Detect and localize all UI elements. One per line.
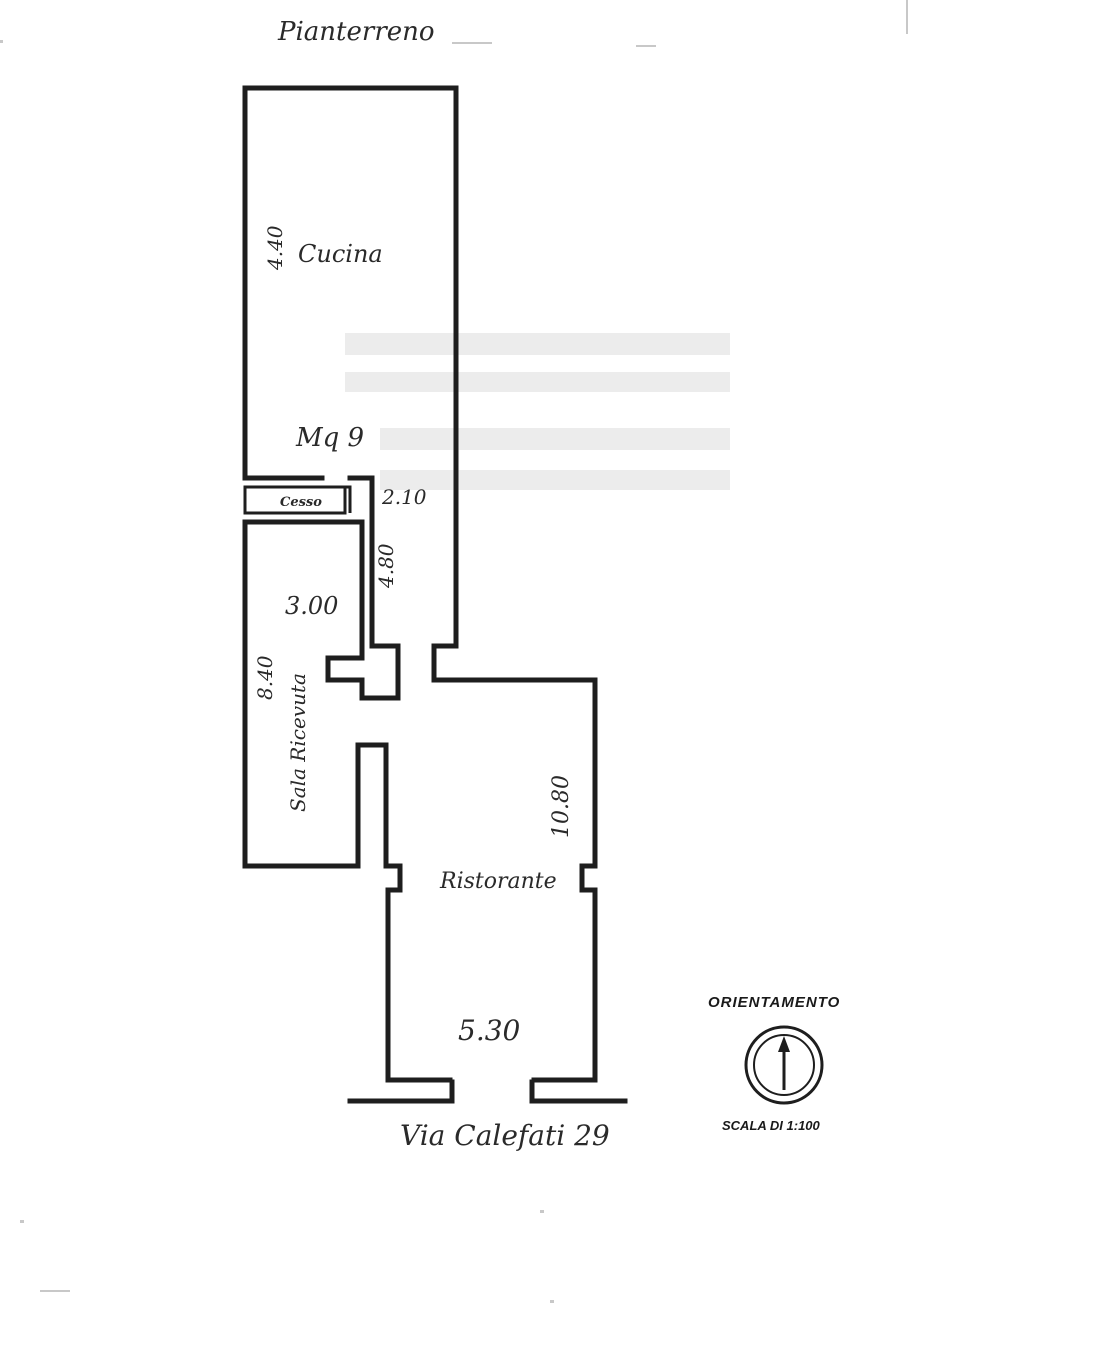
restaurant-length-dimension: 10.80 (549, 775, 574, 838)
wc-label: Cesso (280, 495, 322, 510)
restaurant-width-dimension: 5.30 (458, 1014, 520, 1047)
floor-title: Pianterreno (277, 17, 435, 47)
corridor-length-dimension: 4.80 (374, 543, 398, 589)
kitchen-area-label: Mq 9 (295, 423, 364, 453)
dining-width-dimension: 3.00 (285, 592, 338, 620)
orientation-label: ORIENTAMENTO (708, 994, 840, 1011)
dining-length-dimension: 8.40 (253, 655, 277, 700)
wc-width-dimension: 2.10 (381, 485, 427, 509)
scan-artifacts (0, 0, 908, 1303)
scale-label: SCALA DI 1:100 (722, 1118, 821, 1133)
kitchen-side-dimension: 4.40 (263, 225, 287, 271)
street-address: Via Calefati 29 (400, 1119, 610, 1152)
walls (242, 85, 628, 1104)
dining-room-label: Sala Ricevuta (286, 673, 310, 812)
restaurant-label: Ristorante (439, 869, 557, 894)
north-arrow-icon (744, 1025, 824, 1105)
kitchen-label: Cucina (298, 240, 383, 268)
